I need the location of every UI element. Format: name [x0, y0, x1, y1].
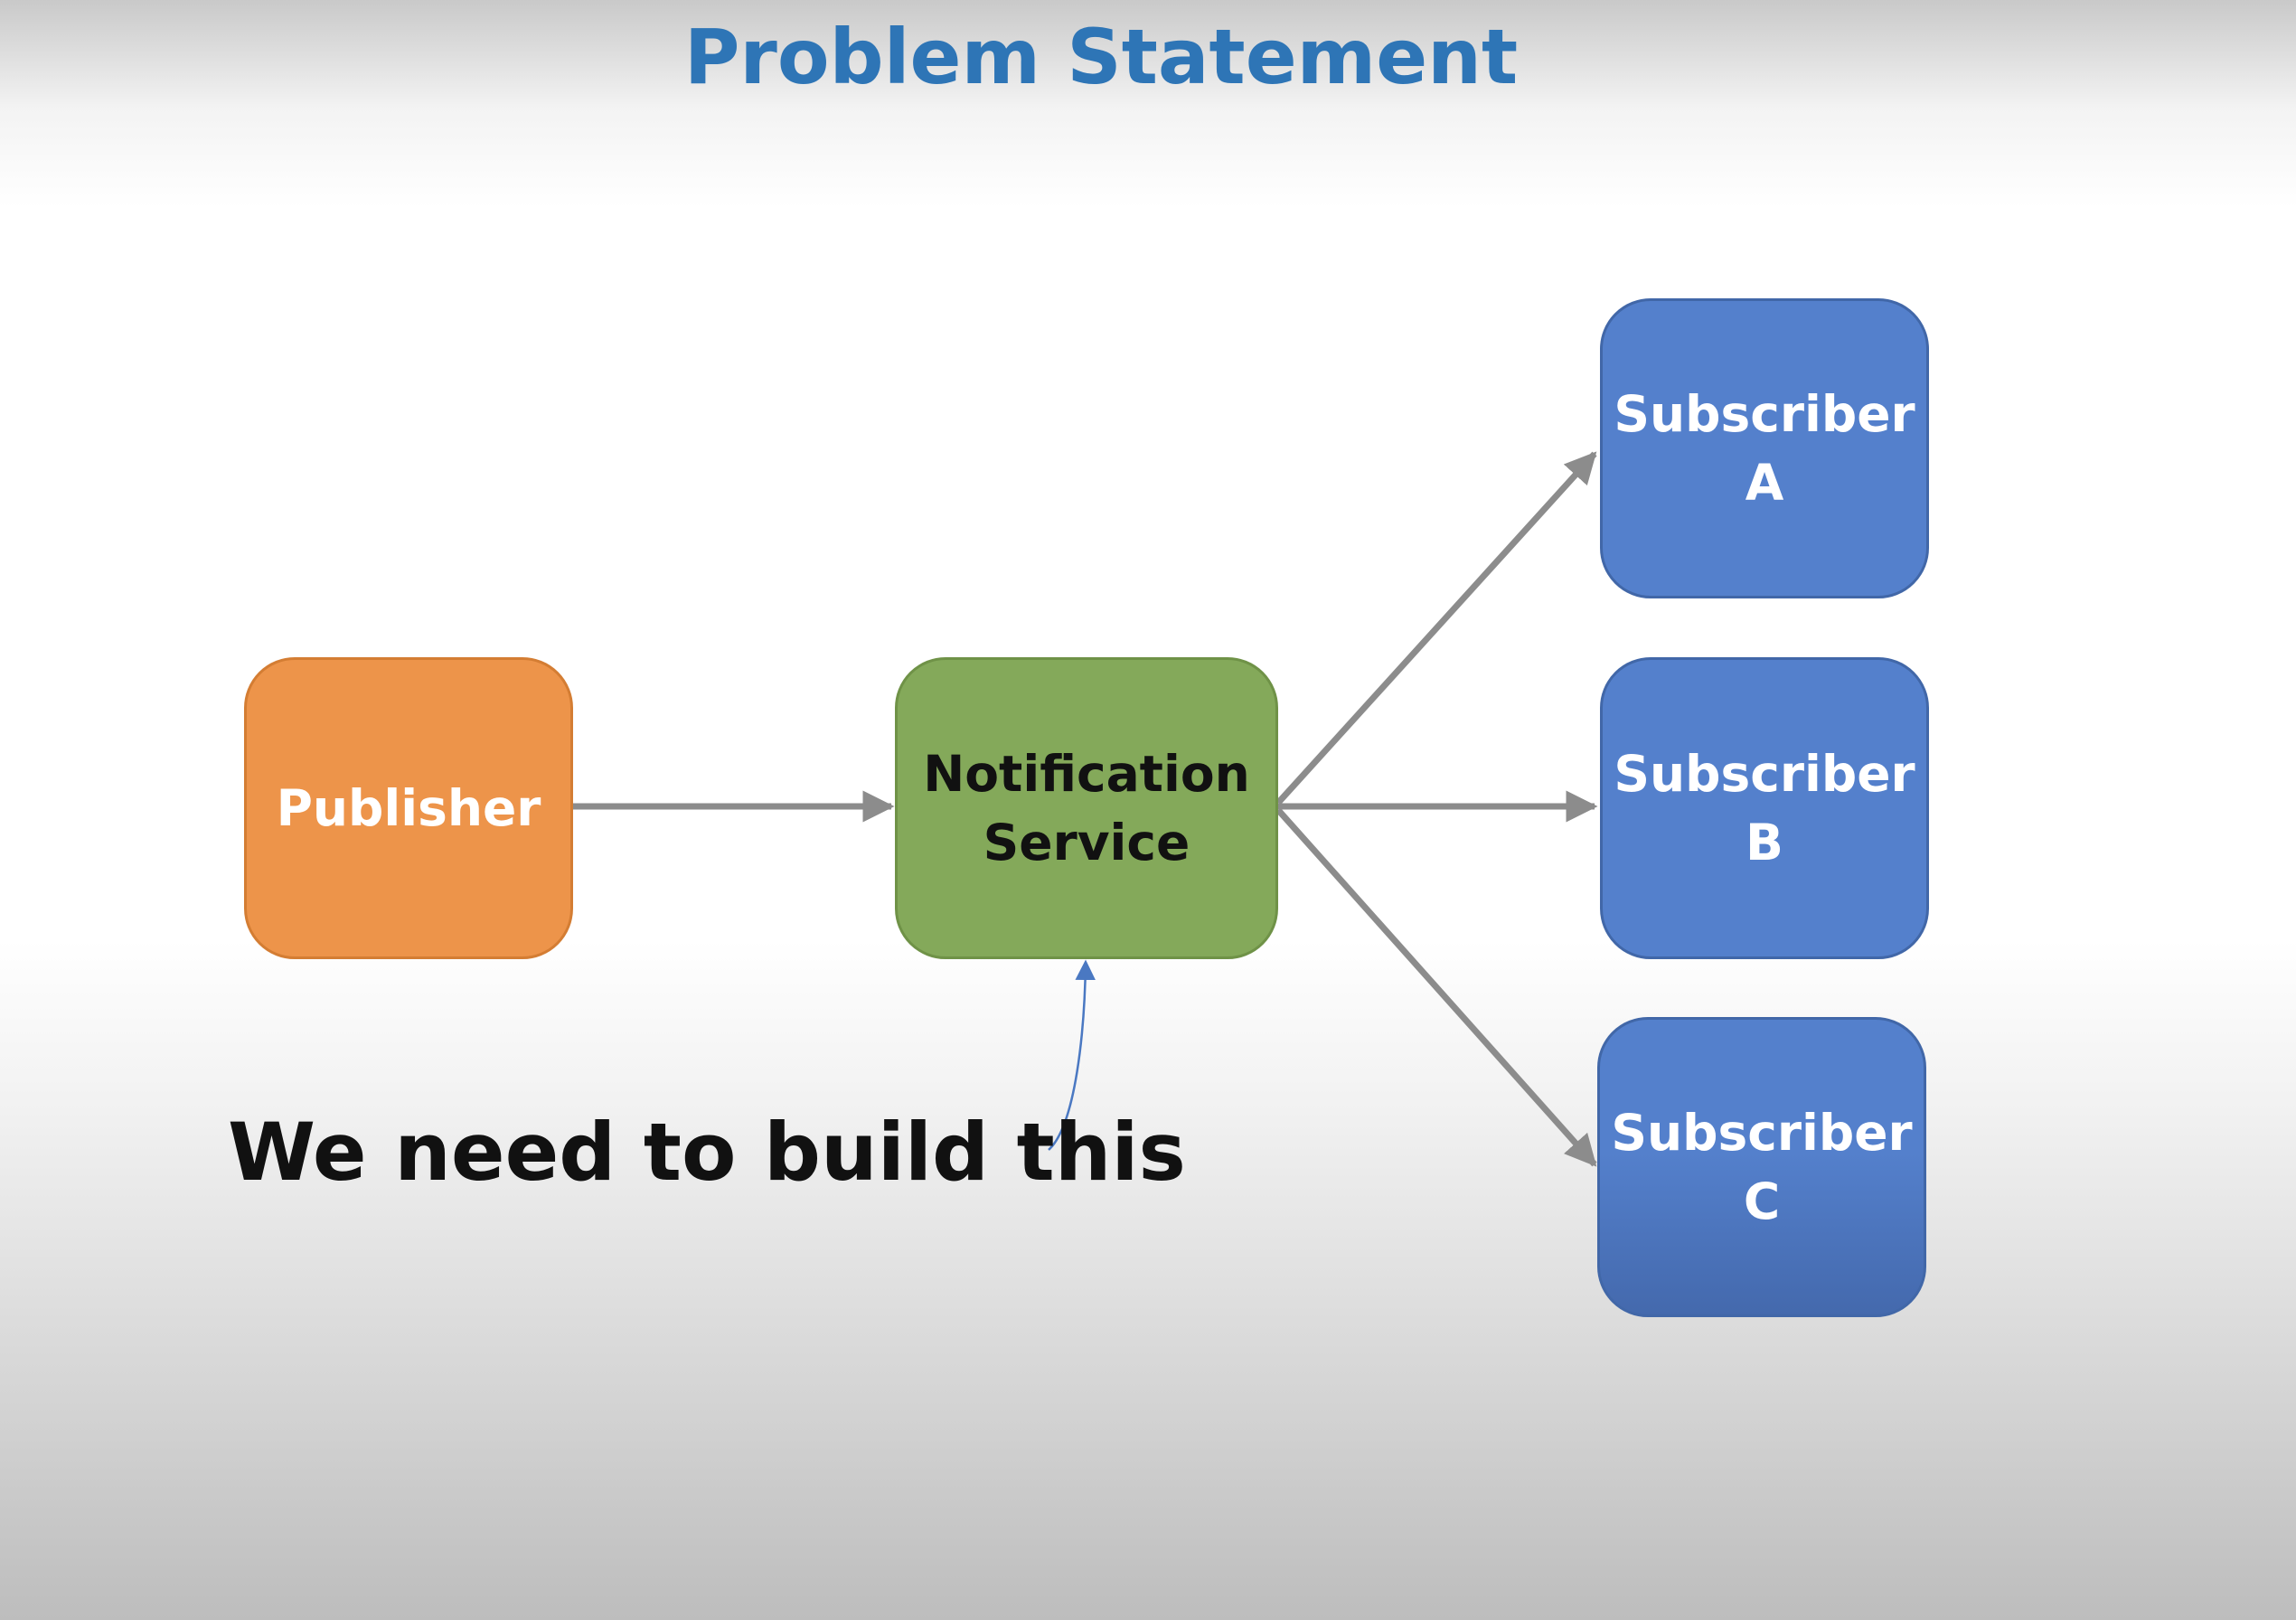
publisher-node: Publisher: [244, 657, 573, 959]
slide-title: Problem Statement: [683, 13, 1519, 101]
subscriber-c-node: Subscriber C: [1597, 1017, 1926, 1317]
notification-service-node: Notification Service: [895, 657, 1278, 959]
annotation-arrow: [1048, 959, 1096, 1151]
edge-service-to-subscriber-a: [1275, 451, 1597, 805]
subscriber-a-node: Subscriber A: [1600, 298, 1929, 598]
annotation-text: We need to build this: [228, 1106, 1186, 1199]
edge-service-to-subscriber-c: [1275, 807, 1597, 1167]
subscriber-b-node: Subscriber B: [1600, 657, 1929, 959]
